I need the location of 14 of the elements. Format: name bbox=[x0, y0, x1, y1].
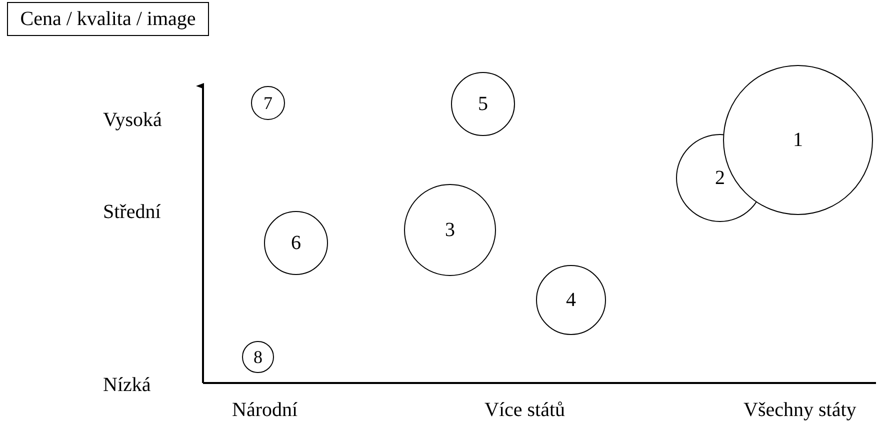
y-axis-label: Vysoká bbox=[103, 108, 162, 132]
bubble: 6 bbox=[264, 211, 328, 275]
x-axis-label: Více států bbox=[484, 398, 566, 421]
bubble: 8 bbox=[242, 341, 274, 373]
y-axis-label: Střední bbox=[103, 200, 161, 224]
bubble: 1 bbox=[723, 65, 873, 215]
title-box: Cena / kvalita / image bbox=[7, 2, 209, 36]
bubble: 4 bbox=[536, 265, 606, 335]
x-axis-label: Všechny státy bbox=[744, 398, 856, 421]
y-axis-label: Nízká bbox=[103, 374, 151, 396]
x-axis-label: Národní bbox=[232, 398, 298, 421]
bubble: 5 bbox=[451, 72, 515, 136]
bubble: 7 bbox=[251, 86, 285, 120]
bubble: 3 bbox=[404, 184, 496, 276]
